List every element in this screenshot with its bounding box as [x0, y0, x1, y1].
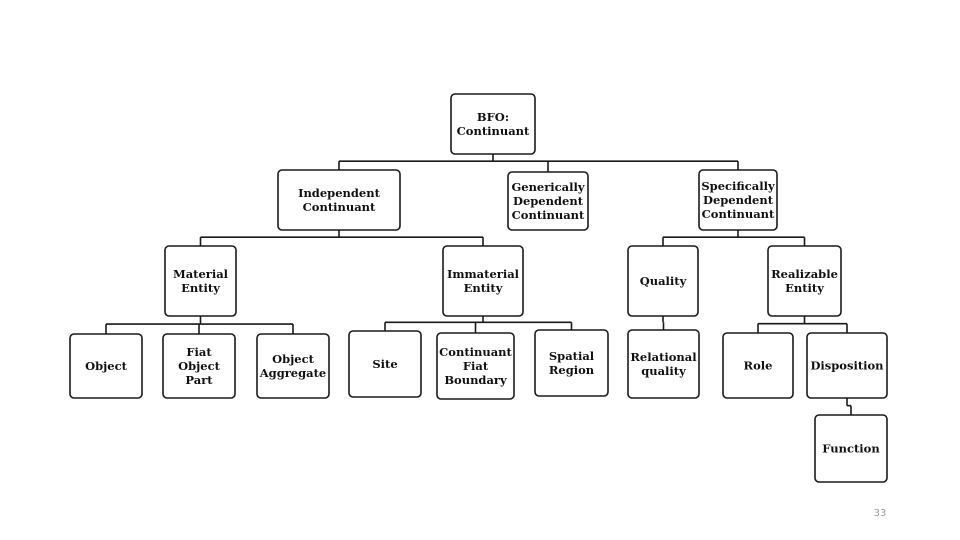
node-object: Object — [69, 333, 143, 399]
node-box-site — [348, 330, 422, 398]
node-label-continuant-fiat-boundary: Continuant — [439, 345, 512, 359]
node-label-continuant-fiat-boundary: Boundary — [444, 373, 507, 387]
node-box-material — [164, 245, 237, 317]
node-quality: Quality — [627, 245, 699, 317]
node-label-continuant: BFO: — [477, 110, 509, 124]
node-box-fiat-object-part — [162, 333, 236, 399]
node-label-quality: Quality — [640, 274, 687, 288]
node-box-quality — [627, 245, 699, 317]
node-label-site: Site — [372, 357, 397, 371]
node-box-continuant — [450, 93, 536, 155]
node-box-continuant-fiat-boundary — [436, 332, 515, 400]
node-label-specifically: Dependent — [703, 193, 774, 207]
node-label-material: Material — [173, 267, 229, 281]
node-label-fiat-object-part: Object — [178, 359, 221, 373]
node-label-object-aggregate: Object — [272, 352, 315, 366]
node-box-generically — [507, 171, 589, 231]
node-label-function: Function — [822, 442, 880, 456]
node-label-relational-quality: quality — [641, 364, 686, 378]
node-box-function — [814, 414, 888, 483]
node-label-specifically: Continuant — [702, 207, 775, 221]
node-box-realizable — [767, 245, 842, 317]
node-continuant: BFO:Continuant — [450, 93, 536, 155]
nodes-layer: BFO:ContinuantIndependentContinuantGener… — [69, 93, 888, 483]
node-label-specifically: Specifically — [701, 179, 775, 193]
node-label-immaterial: Immaterial — [447, 267, 520, 281]
node-label-spatial-region: Spatial — [549, 349, 595, 363]
node-label-spatial-region: Region — [549, 363, 595, 377]
node-label-continuant-fiat-boundary: Fiat — [463, 359, 489, 373]
node-label-material: Entity — [181, 281, 220, 295]
node-box-disposition — [806, 332, 888, 399]
node-box-role — [722, 332, 794, 399]
node-box-object — [69, 333, 143, 399]
node-box-object-aggregate — [256, 333, 330, 399]
node-label-independent: Continuant — [303, 200, 376, 214]
node-label-realizable: Entity — [785, 281, 824, 295]
node-label-generically: Dependent — [513, 194, 584, 208]
node-box-relational-quality — [627, 329, 700, 399]
node-function: Function — [814, 414, 888, 483]
node-disposition: Disposition — [806, 332, 888, 399]
node-box-independent — [277, 169, 401, 231]
node-label-relational-quality: Relational — [630, 350, 697, 364]
node-label-role: Role — [744, 359, 773, 373]
node-label-fiat-object-part: Part — [185, 373, 213, 387]
node-box-specifically — [698, 169, 778, 231]
node-role: Role — [722, 332, 794, 399]
node-box-spatial-region — [534, 329, 609, 397]
node-label-object: Object — [85, 359, 128, 373]
node-label-object-aggregate: Aggregate — [259, 366, 327, 380]
node-site: Site — [348, 330, 422, 398]
node-label-continuant: Continuant — [457, 124, 530, 138]
node-label-generically: Continuant — [512, 208, 585, 222]
node-label-fiat-object-part: Fiat — [186, 345, 212, 359]
page-number: 33 — [873, 508, 887, 519]
node-label-realizable: Realizable — [771, 267, 838, 281]
node-label-immaterial: Entity — [464, 281, 503, 295]
node-label-generically: Generically — [511, 180, 584, 194]
node-box-immaterial — [442, 245, 524, 317]
node-label-independent: Independent — [298, 186, 381, 200]
node-label-disposition: Disposition — [810, 359, 884, 373]
edges-layer — [105, 154, 852, 415]
